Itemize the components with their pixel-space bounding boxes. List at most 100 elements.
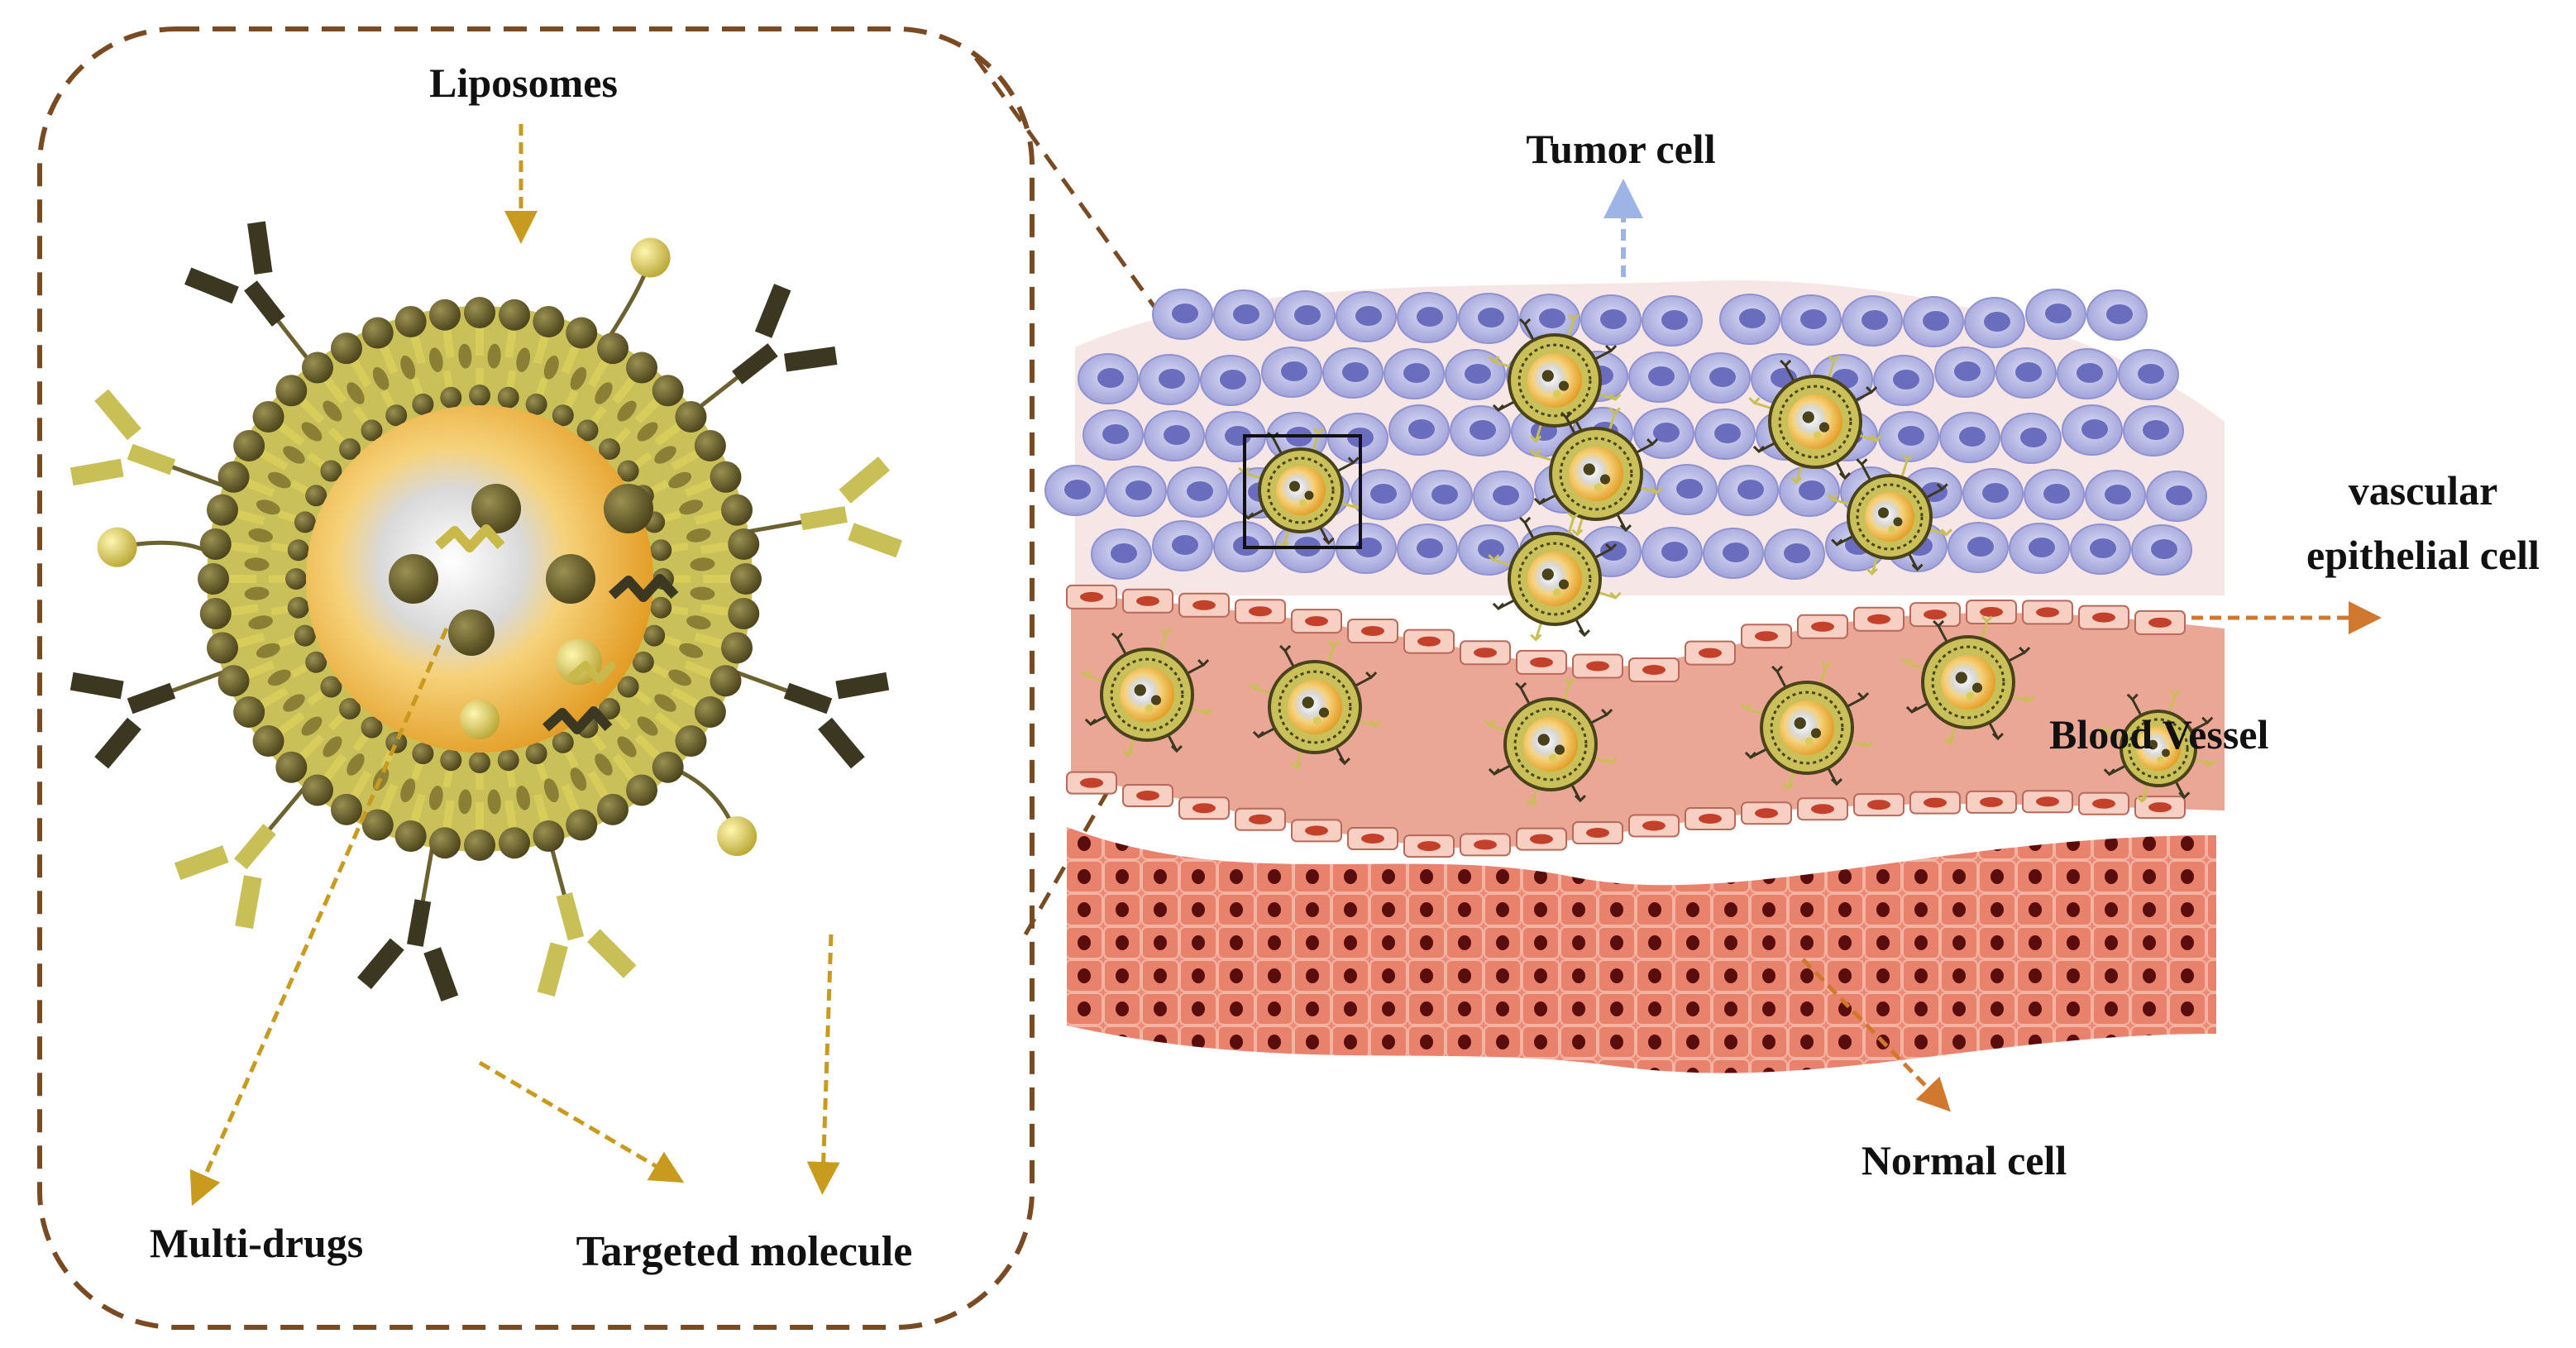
lipid-mid — [458, 343, 472, 369]
tumor-nucleus — [2043, 484, 2070, 504]
lipid-mid — [428, 347, 443, 372]
endothelial-nucleus — [2148, 617, 2172, 628]
tumor-nucleus — [1800, 309, 1827, 329]
lipid-head-outer — [331, 332, 362, 365]
lipid-head-inner — [552, 731, 574, 753]
lipid-head-outer — [721, 632, 753, 664]
liposome-small — [1901, 615, 2035, 745]
tumor-nucleus — [2151, 539, 2177, 559]
endothelial-nucleus — [1417, 636, 1441, 647]
endothelial-nucleus — [1136, 595, 1159, 606]
lipid-mid — [637, 716, 658, 736]
endothelial-nucleus — [1192, 600, 1216, 610]
tumor-nucleus — [1709, 367, 1736, 387]
lipid-mid — [244, 557, 270, 571]
lipid-head-outer — [394, 305, 427, 337]
lipid-head-outer — [301, 351, 333, 384]
lipid-head-outer — [499, 827, 531, 859]
lipid-mid — [690, 586, 715, 600]
tumor-nucleus — [1370, 484, 1397, 504]
tumor-nucleus — [1653, 423, 1680, 442]
targeted-molecule-arrow-2 — [806, 934, 840, 1195]
lipid-mid — [267, 471, 291, 489]
lipid-head-inner — [440, 749, 462, 772]
vascular-label-line1: vascular — [2349, 467, 2498, 514]
lipid-head-inner — [294, 624, 316, 647]
lipid-head-outer — [675, 725, 707, 758]
lipid-head-inner — [632, 651, 654, 673]
endothelial-nucleus — [1136, 791, 1159, 801]
tumor-nucleus — [2106, 304, 2133, 324]
lipid-head-inner — [294, 511, 316, 533]
lipid-mid — [487, 789, 501, 815]
lipid-head-outer — [652, 375, 684, 407]
lipid-head-outer — [206, 494, 238, 526]
tumor-nucleus — [1465, 364, 1491, 384]
normal-cell-label: Normal cell — [1862, 1137, 2067, 1183]
endothelial-nucleus — [1474, 839, 1497, 850]
endothelial-nucleus — [1980, 796, 2003, 807]
antibody-ligand — [732, 284, 838, 385]
endothelial-nucleus — [2148, 802, 2172, 813]
tumor-nucleus — [1164, 425, 1190, 445]
tumor-nucleus — [1281, 361, 1307, 381]
tumor-nucleus — [1959, 427, 1986, 447]
tumor-nucleus — [1723, 543, 1749, 562]
lipid-head-inner — [598, 438, 620, 461]
lipid-mid — [323, 736, 342, 758]
lipid-head-inner — [385, 404, 408, 427]
lipid-head-inner — [576, 419, 599, 442]
endothelial-nucleus — [2092, 612, 2115, 623]
lipid-head-outer — [361, 809, 394, 841]
drug-strand — [434, 524, 505, 552]
small-liposomes — [1080, 313, 2218, 807]
lipid-mid — [637, 422, 658, 442]
drug-particle — [471, 484, 521, 533]
endothelial-nucleus — [1361, 834, 1384, 844]
lipid-head-outer — [626, 774, 658, 806]
lipid-mid — [248, 615, 273, 630]
antibody-ligand — [69, 389, 176, 486]
lipid-head-outer — [464, 829, 495, 861]
endothelial-nucleus — [2036, 796, 2059, 807]
tumor-nucleus — [1954, 361, 1981, 381]
tumor-nucleus — [2045, 304, 2072, 323]
lipid-head-outer — [361, 317, 394, 349]
lipid-mid — [679, 643, 704, 658]
lipid-head-outer — [301, 774, 333, 806]
tumor-nucleus — [1172, 304, 1198, 323]
lipid-mid — [428, 786, 443, 810]
endothelial-nucleus — [1924, 609, 1947, 620]
liposome-small — [1484, 677, 1618, 807]
liposome-large — [69, 221, 903, 1002]
tumor-nucleus — [1233, 304, 1259, 324]
lipid-head-outer — [533, 305, 565, 337]
ligand-ball — [717, 816, 758, 857]
endothelial-cells-bottom — [1066, 771, 2186, 858]
lipid-mid — [654, 694, 676, 712]
tumor-nucleus — [1159, 369, 1185, 389]
lipid-head-outer — [275, 751, 308, 783]
lipid-mid — [595, 753, 613, 776]
antibody-ligand — [174, 824, 276, 930]
lipid-head-inner — [385, 731, 408, 753]
tumor-nucleus — [1478, 308, 1504, 327]
lipid-head-inner — [617, 460, 639, 482]
lipid-mid — [668, 471, 692, 489]
liposome-small — [2099, 689, 2218, 804]
lipid-mid — [323, 400, 342, 422]
tumor-nucleus — [1739, 308, 1766, 328]
lipid-head-inner — [552, 404, 574, 427]
lipid-mid — [346, 753, 365, 776]
endothelial-nucleus — [1811, 621, 1834, 632]
endothelial-nucleus — [1699, 814, 1722, 824]
zoom-highlight-box — [1243, 434, 1362, 549]
lipid-mid — [283, 446, 305, 464]
drug-strand — [608, 574, 679, 602]
lipid-head-outer — [499, 299, 531, 331]
drug-particle — [389, 554, 438, 604]
lipid-head-inner — [339, 438, 361, 461]
tumor-nucleus — [1661, 542, 1688, 562]
endothelial-nucleus — [1755, 808, 1778, 819]
lipid-head-inner — [650, 596, 672, 619]
